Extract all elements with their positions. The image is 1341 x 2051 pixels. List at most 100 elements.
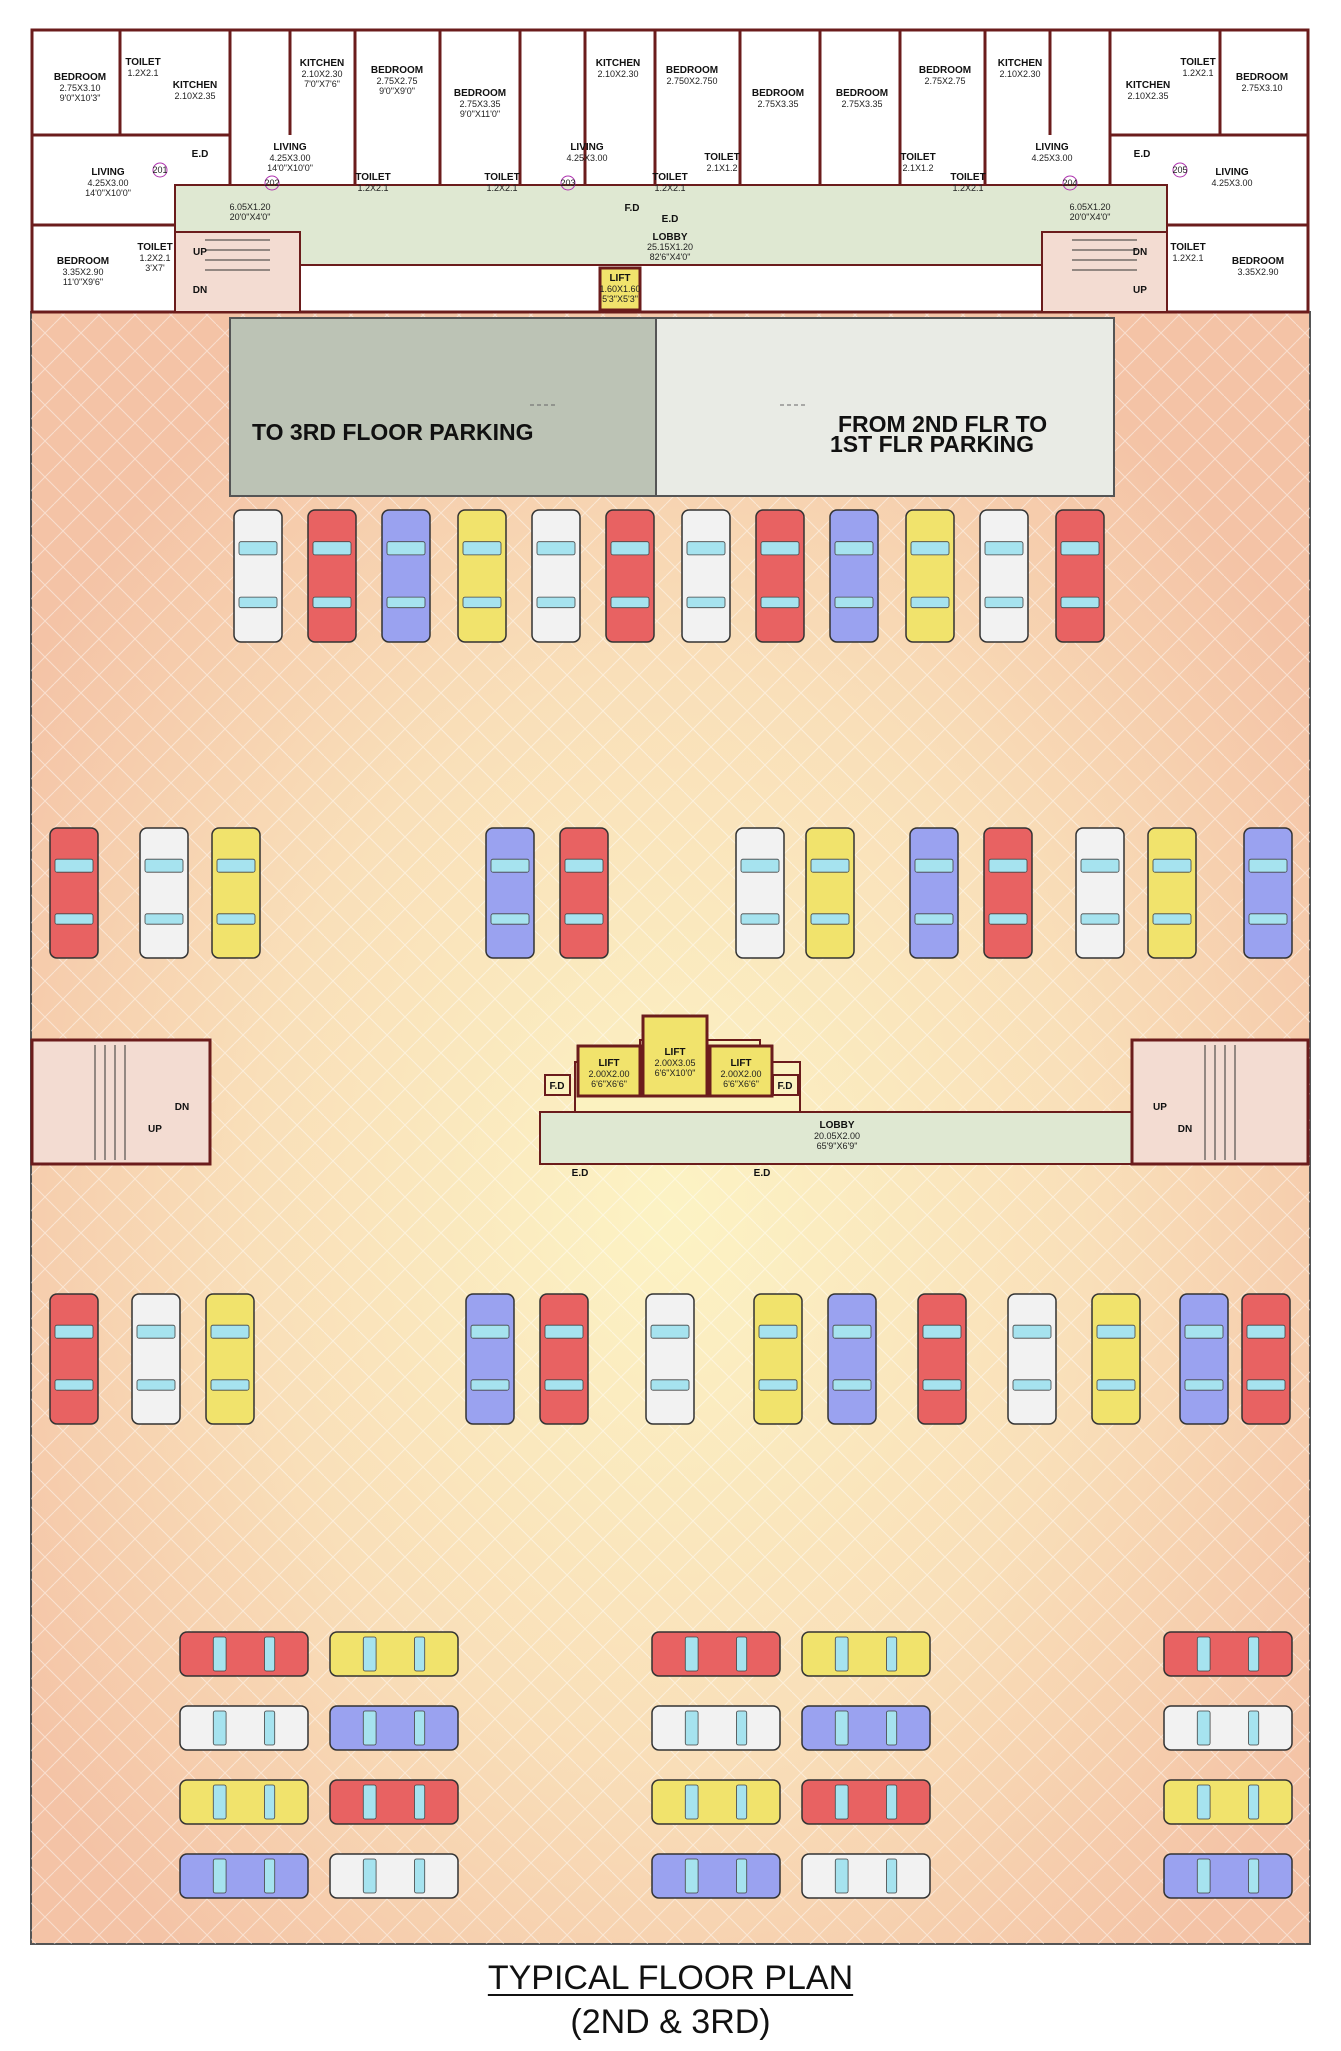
svg-text:1.2X2.1: 1.2X2.1 bbox=[139, 253, 170, 263]
svg-text:DN: DN bbox=[1133, 247, 1147, 258]
kitchen-label: KITCHEN bbox=[173, 80, 217, 91]
svg-text:2.75X2.75: 2.75X2.75 bbox=[924, 76, 965, 86]
svg-text:4.25X3.00: 4.25X3.00 bbox=[87, 178, 128, 188]
svg-text:4.25X3.00: 4.25X3.00 bbox=[1031, 153, 1072, 163]
parked-car bbox=[805, 827, 855, 959]
parked-car bbox=[1241, 1293, 1291, 1425]
parked-car bbox=[755, 509, 805, 643]
parked-car bbox=[1091, 1293, 1141, 1425]
svg-text:6'6"X10'0": 6'6"X10'0" bbox=[655, 1068, 696, 1078]
svg-text:2.750X2.750: 2.750X2.750 bbox=[666, 76, 717, 86]
parked-car bbox=[1007, 1293, 1057, 1425]
lobby-label: LOBBY bbox=[820, 1120, 855, 1131]
svg-text:1.2X2.1: 1.2X2.1 bbox=[952, 183, 983, 193]
kitchen-label: KITCHEN bbox=[998, 58, 1042, 69]
svg-text:202: 202 bbox=[264, 178, 279, 188]
parked-car bbox=[307, 509, 357, 643]
ramp-right-label-line1: FROM 2ND FLR TO bbox=[838, 411, 1047, 437]
svg-text:20'0"X4'0": 20'0"X4'0" bbox=[230, 212, 271, 222]
parked-car bbox=[211, 827, 261, 959]
lift-label: LIFT bbox=[598, 1058, 619, 1069]
bedroom-label: BEDROOM bbox=[666, 65, 718, 76]
svg-text:9'0"X9'0": 9'0"X9'0" bbox=[379, 86, 415, 96]
parked-car bbox=[801, 1853, 931, 1899]
svg-text:5'3"X5'3": 5'3"X5'3" bbox=[602, 294, 638, 304]
svg-text:2.75X3.10: 2.75X3.10 bbox=[1241, 83, 1282, 93]
svg-text:UP: UP bbox=[148, 1124, 162, 1135]
parked-car bbox=[329, 1631, 459, 1677]
kitchen-label: KITCHEN bbox=[596, 58, 640, 69]
svg-text:3.35X2.90: 3.35X2.90 bbox=[62, 267, 103, 277]
svg-text:3'X7': 3'X7' bbox=[145, 263, 165, 273]
parked-car bbox=[801, 1631, 931, 1677]
kitchen-label: KITCHEN bbox=[1126, 80, 1170, 91]
parked-car bbox=[1055, 509, 1105, 643]
parked-car bbox=[801, 1705, 931, 1751]
toilet-label: TOILET bbox=[652, 172, 687, 183]
svg-text:6'6"X6'6": 6'6"X6'6" bbox=[591, 1079, 627, 1089]
parked-car bbox=[179, 1853, 309, 1899]
apartment-block bbox=[30, 28, 1310, 314]
toilet-label: TOILET bbox=[704, 152, 739, 163]
parked-car bbox=[979, 509, 1029, 643]
parked-car bbox=[381, 509, 431, 643]
ed-label: E.D bbox=[754, 1168, 771, 1179]
parked-car bbox=[917, 1293, 967, 1425]
ramp-left-label: TO 3RD FLOOR PARKING bbox=[252, 419, 534, 445]
svg-text:2.1X1.2: 2.1X1.2 bbox=[902, 163, 933, 173]
lift-label: LIFT bbox=[664, 1047, 685, 1058]
parked-car bbox=[801, 1779, 931, 1825]
svg-text:9'0"X10'3": 9'0"X10'3" bbox=[60, 93, 101, 103]
ed-label: E.D bbox=[192, 149, 209, 160]
parked-car bbox=[1163, 1705, 1293, 1751]
parked-car bbox=[605, 509, 655, 643]
svg-text:1.2X2.1: 1.2X2.1 bbox=[1172, 253, 1203, 263]
svg-text:DN: DN bbox=[175, 1102, 189, 1113]
parked-car bbox=[205, 1293, 255, 1425]
parked-car bbox=[827, 1293, 877, 1425]
toilet-label: TOILET bbox=[137, 242, 172, 253]
plan-subtitle: (2ND & 3RD) bbox=[570, 2003, 771, 2041]
parked-car bbox=[531, 509, 581, 643]
parked-car bbox=[49, 827, 99, 959]
svg-text:6'6"X6'6": 6'6"X6'6" bbox=[723, 1079, 759, 1089]
parked-car bbox=[329, 1853, 459, 1899]
svg-text:2.75X3.10: 2.75X3.10 bbox=[59, 83, 100, 93]
living-label: LIVING bbox=[91, 167, 125, 178]
svg-text:1.2X2.1: 1.2X2.1 bbox=[486, 183, 517, 193]
parked-car bbox=[233, 509, 283, 643]
kitchen-label: KITCHEN bbox=[300, 58, 344, 69]
ed-label: E.D bbox=[572, 1168, 589, 1179]
plan-title: TYPICAL FLOOR PLAN bbox=[487, 1959, 854, 1997]
parked-car bbox=[735, 827, 785, 959]
bedroom-label: BEDROOM bbox=[54, 72, 106, 83]
svg-text:11'0"X9'6": 11'0"X9'6" bbox=[63, 277, 103, 287]
svg-text:1.2X2.1: 1.2X2.1 bbox=[127, 68, 158, 78]
parked-car bbox=[651, 1853, 781, 1899]
lift-label: LIFT bbox=[730, 1058, 751, 1069]
svg-text:3.35X2.90: 3.35X2.90 bbox=[1237, 267, 1278, 277]
parked-car bbox=[539, 1293, 589, 1425]
parked-car bbox=[465, 1293, 515, 1425]
svg-text:4.25X3.00: 4.25X3.00 bbox=[1211, 178, 1252, 188]
toilet-label: TOILET bbox=[125, 57, 160, 68]
lobby-label: LOBBY bbox=[653, 232, 688, 243]
svg-text:25.15X1.20: 25.15X1.20 bbox=[647, 242, 693, 252]
living-label: LIVING bbox=[1215, 167, 1249, 178]
bedroom-label: BEDROOM bbox=[371, 65, 423, 76]
svg-text:2.75X3.35: 2.75X3.35 bbox=[459, 99, 500, 109]
parked-car bbox=[753, 1293, 803, 1425]
parked-car bbox=[329, 1779, 459, 1825]
bedroom-label: BEDROOM bbox=[57, 256, 109, 267]
parked-car bbox=[457, 509, 507, 643]
ramp-area: TO 3RD FLOOR PARKING FROM 2ND FLR TO 1ST… bbox=[229, 317, 1115, 497]
ramp-right-label-line2: 1ST FLR PARKING bbox=[830, 431, 1034, 457]
bedroom-label: BEDROOM bbox=[1236, 72, 1288, 83]
parked-car bbox=[329, 1705, 459, 1751]
bedroom-label: BEDROOM bbox=[454, 88, 506, 99]
bedroom-label: BEDROOM bbox=[1232, 256, 1284, 267]
svg-text:2.10X2.30: 2.10X2.30 bbox=[999, 69, 1040, 79]
toilet-label: TOILET bbox=[355, 172, 390, 183]
parked-car bbox=[651, 1705, 781, 1751]
svg-text:203: 203 bbox=[560, 178, 575, 188]
